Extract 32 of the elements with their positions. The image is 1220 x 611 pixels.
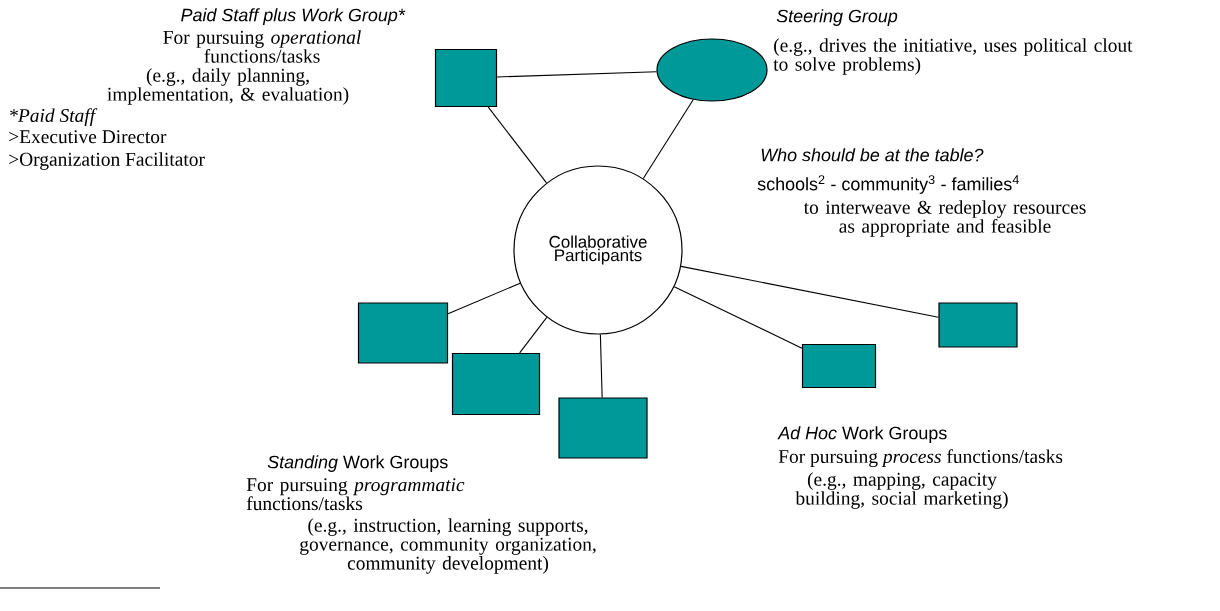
connector-line (642, 99, 694, 180)
participants-text: schools$^{2}$ - community$^{3}$ - families$^{4}$ (757, 175, 1019, 194)
connector-line (447, 282, 521, 315)
list-item: >Executive Director (9, 130, 167, 144)
footnote-heading: *Paid Staff (10, 108, 98, 126)
example-text: (e.g., mapping, capacity building, social marketing) (795, 472, 1008, 509)
connector-line (487, 106, 548, 184)
description-text: For pursuing process functions/tasks (778, 449, 1063, 468)
heading-text: Steering Group (776, 9, 898, 26)
connector-line (496, 71, 658, 78)
work-group-box (801, 343, 877, 389)
connector-line (680, 265, 939, 318)
steering-group-ellipse (656, 38, 768, 102)
heading-text: Paid Staff plus Work Group* (181, 8, 406, 25)
description-text: For pursuing programmatic functions/tasks (246, 478, 465, 511)
work-group-box (434, 48, 498, 108)
heading-text: Who should be at the table? (761, 148, 984, 162)
description-text: For pursuing operational functions/tasks (163, 30, 361, 63)
connector-line (599, 334, 603, 398)
connector-line (673, 286, 803, 349)
list-item: >Organization Facilitator (9, 152, 205, 170)
work-group-box (938, 302, 1018, 348)
work-group-box (558, 397, 648, 459)
heading-text: Ad Hoc Work Groups (777, 426, 947, 443)
example-text: (e.g., daily planning, implementation, & evaluation) (107, 68, 349, 105)
example-text: (e.g., instruction, learning supports, governance, community organization, community development) (300, 518, 596, 574)
heading-text: Standing Work Groups (267, 455, 448, 472)
description-text: to interweave & redeploy resources as appropriate and feasible (803, 200, 1086, 237)
work-group-box (357, 302, 449, 364)
work-group-box (451, 352, 541, 416)
description-text: (e.g., drives the initiative, uses political clout to solve problems) (773, 38, 1133, 75)
connector-line (519, 316, 548, 354)
